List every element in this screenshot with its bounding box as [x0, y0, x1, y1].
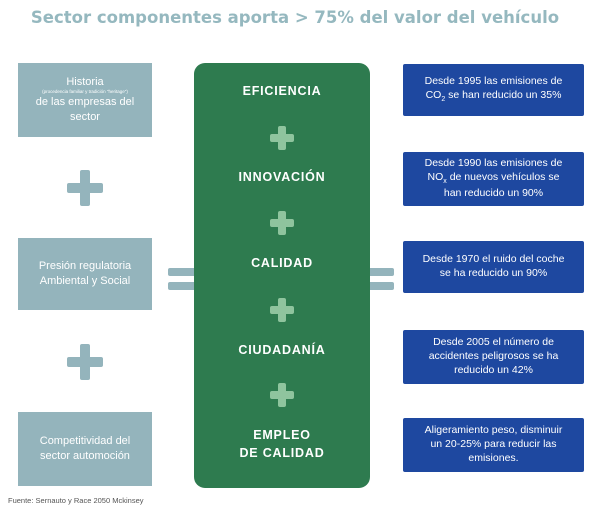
- plus-icon: [67, 170, 103, 206]
- left-box-history-line1: Historia: [66, 76, 104, 89]
- right-box-weight-line3: emisiones.: [468, 451, 519, 464]
- right-box-co2: Desde 1995 las emisiones de CO2 se han r…: [403, 64, 584, 116]
- left-box-competitiveness-line2: sector automoción: [40, 450, 130, 462]
- right-box-co2-line1: Desde 1995 las emisiones de: [424, 75, 563, 88]
- page-title: Sector componentes aporta > 75% del valo…: [30, 8, 560, 27]
- right-box-noise-line2: se ha reducido un 90%: [439, 267, 548, 279]
- left-box-history-line2: de las empresas del: [35, 96, 135, 109]
- right-box-nox-line3: han reducido un 90%: [443, 186, 544, 199]
- right-box-accidents: Desde 2005 el número de accidentes pelig…: [403, 330, 584, 384]
- right-box-weight: Aligeramiento peso, disminuir un 20-25% …: [403, 418, 584, 472]
- plus-icon: [270, 298, 294, 322]
- left-box-competitiveness: Competitividad del sector automoción: [18, 412, 152, 486]
- source-note: Fuente: Sernauto y Race 2050 Mckinsey: [8, 496, 144, 505]
- value-efficiency: EFICIENCIA: [242, 84, 322, 98]
- left-box-history-note: (procedencia familiar y tradición "herit…: [42, 89, 128, 95]
- left-box-competitiveness-line1: Competitividad del: [39, 435, 131, 448]
- plus-icon: [67, 344, 103, 380]
- equals-icon-left: [168, 266, 206, 292]
- right-box-noise: Desde 1970 el ruido del coche se ha redu…: [403, 241, 584, 293]
- right-box-accidents-line3: reducido un 42%: [454, 363, 533, 376]
- value-innovation: INNOVACIÓN: [238, 170, 326, 184]
- value-quality-employment: EMPLEO DE CALIDAD: [194, 426, 370, 462]
- right-box-accidents-line2: accidentes peligrosos se ha: [428, 350, 559, 363]
- left-box-regulation-line1: Presión regulatoria: [38, 260, 132, 273]
- value-citizenship: CIUDADANÍA: [238, 343, 326, 357]
- left-box-regulation-line2: Ambiental y Social: [39, 275, 131, 287]
- plus-icon: [270, 383, 294, 407]
- value-quality: CALIDAD: [251, 256, 313, 270]
- left-box-history-line3: sector: [70, 110, 100, 123]
- right-box-nox-line2: NOx de nuevos vehículos se: [427, 171, 560, 186]
- right-box-nox-line1: Desde 1990 las emisiones de: [424, 157, 563, 170]
- left-box-history: Historia (procedencia familiar y tradici…: [18, 63, 152, 137]
- right-box-weight-line1: Aligeramiento peso, disminuir: [424, 424, 563, 437]
- right-box-co2-line2: CO2 se han reducido un 35%: [425, 89, 562, 104]
- plus-icon: [270, 211, 294, 235]
- left-box-regulation: Presión regulatoria Ambiental y Social: [18, 238, 152, 310]
- plus-icon: [270, 126, 294, 150]
- right-box-noise-line1: Desde 1970 el ruido del coche: [422, 253, 565, 266]
- right-box-nox: Desde 1990 las emisiones de NOx de nuevo…: [403, 152, 584, 206]
- center-values-panel: EFICIENCIA INNOVACIÓN CALIDAD CIUDADANÍA…: [194, 63, 370, 488]
- right-box-accidents-line1: Desde 2005 el número de: [433, 336, 554, 349]
- value-quality-employment-line2: DE CALIDAD: [239, 446, 325, 461]
- right-box-weight-line2: un 20-25% para reducir las: [430, 438, 557, 451]
- value-quality-employment-line1: EMPLEO: [253, 428, 311, 442]
- equals-icon-right: [356, 266, 394, 292]
